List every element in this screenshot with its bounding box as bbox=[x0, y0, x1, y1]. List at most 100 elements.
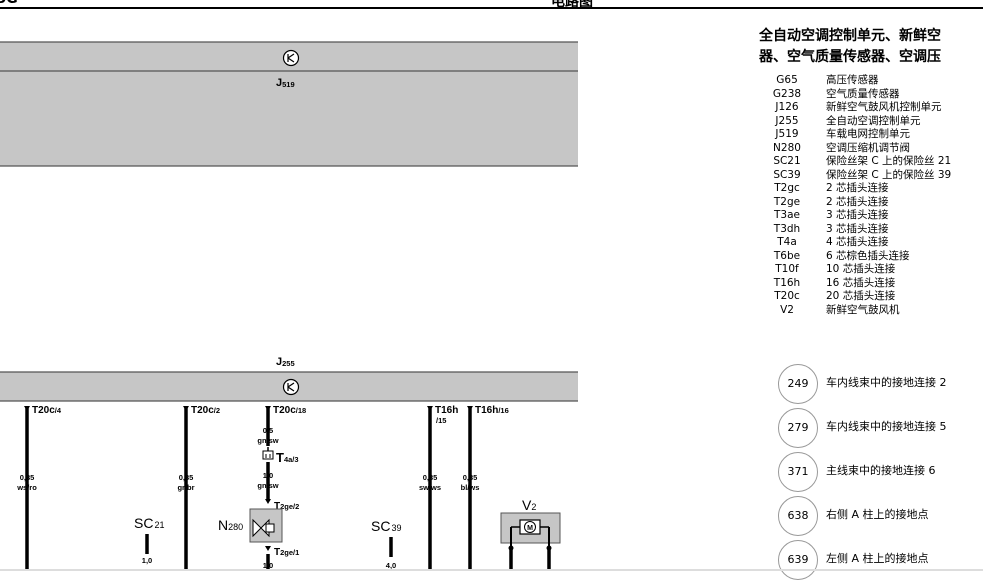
wire-label-color: ws/ro bbox=[16, 483, 37, 492]
ground-item-desc: 车内线束中的接地连接 5 bbox=[826, 420, 947, 433]
fuse-sc39-label: SC39 bbox=[371, 518, 401, 534]
module-j519: J519 bbox=[0, 41, 578, 167]
legend-item-desc: 2 芯插头连接 bbox=[826, 195, 889, 208]
legend-item-code: SC21 bbox=[773, 155, 801, 167]
motor-icon: M bbox=[519, 519, 541, 535]
wire-group bbox=[25, 406, 551, 571]
legend-item-code: J519 bbox=[775, 128, 799, 140]
module-j519-label: J519 bbox=[276, 77, 295, 89]
legend-item: T6be 6 芯棕色插头连接 bbox=[759, 250, 983, 264]
legend-item-desc: 空调压缩机调节阀 bbox=[826, 141, 910, 154]
legend-item: G65 高压传感器 bbox=[759, 74, 983, 88]
wire-label-color: bl/ws bbox=[461, 483, 480, 492]
legend-item-desc: 空气质量传感器 bbox=[826, 87, 900, 100]
wire-label-size: 1,0 bbox=[142, 556, 152, 565]
ground-item-desc: 主线束中的接地连接 6 bbox=[826, 464, 936, 477]
ground-item: 279 车内线束中的接地连接 5 bbox=[759, 404, 983, 448]
legend-title-line-2: 器、空气质量传感器、空调压 bbox=[759, 49, 941, 65]
legend-item: SC21 保险丝架 C 上的保险丝 21 bbox=[759, 155, 983, 169]
wire-label-size: 4,0 bbox=[386, 561, 396, 570]
valve-n280 bbox=[249, 508, 283, 543]
top-rule bbox=[0, 7, 983, 9]
connector-t4a-3: T4a/3 bbox=[276, 450, 299, 465]
legend-item-desc: 高压传感器 bbox=[826, 74, 879, 86]
legend-item-code: T4a bbox=[777, 236, 797, 248]
module-j255-label: J255 bbox=[276, 356, 295, 368]
ground-item-desc: 右侧 A 柱上的接地点 bbox=[826, 508, 929, 521]
legend-item: T16h 16 芯插头连接 bbox=[759, 277, 983, 291]
legend-item-desc: 保险丝架 C 上的保险丝 39 bbox=[826, 168, 952, 181]
legend-item-code: T3ae bbox=[774, 209, 800, 221]
ground-number-badge: 638 bbox=[778, 496, 818, 536]
wire-label-size: 1,0 bbox=[263, 471, 273, 480]
legend-item-desc: 2 芯插头连接 bbox=[826, 182, 889, 194]
legend-item: T2ge 2 芯插头连接 bbox=[759, 196, 983, 210]
legend-item-code: T16h bbox=[773, 276, 801, 289]
wire-label-size: 0,35 bbox=[20, 473, 35, 482]
connector-t16h-15: T16h bbox=[435, 405, 458, 416]
legend-item-desc: 3 芯插头连接 bbox=[826, 222, 889, 235]
wire-label-size: 0,35 bbox=[179, 473, 194, 482]
ground-item: 249 车内线束中的接地连接 2 bbox=[759, 360, 983, 404]
legend-item-code: T2gc bbox=[774, 182, 800, 194]
ground-number-badge: 371 bbox=[778, 452, 818, 492]
legend-title-line-1: 全自动空调控制单元、新鲜空 bbox=[759, 28, 941, 44]
legend-item-code: G238 bbox=[772, 87, 802, 100]
ground-list: 249 车内线束中的接地连接 2 279 车内线束中的接地连接 5 371 主线束中的接地… bbox=[759, 360, 983, 580]
legend-item-desc: 10 芯插头连接 bbox=[826, 263, 896, 275]
legend-item-desc: 保险丝架 C 上的保险丝 21 bbox=[826, 155, 952, 167]
legend-item-code: T2ge bbox=[773, 195, 801, 208]
legend-item: T10f 10 芯插头连接 bbox=[759, 263, 983, 277]
connector-t2ge-1: T2ge/1 bbox=[274, 547, 299, 558]
legend-item: T2gc 2 芯插头连接 bbox=[759, 182, 983, 196]
legend-item-code: T6be bbox=[773, 249, 801, 262]
legend-title: 全自动空调控制单元、新鲜空 器、空气质量传感器、空调压 bbox=[759, 26, 983, 68]
header-left-fragment: ɔG bbox=[0, 0, 18, 7]
ground-item-desc: 左侧 A 柱上的接地点 bbox=[826, 552, 929, 565]
wire-label-size: 0,35 bbox=[463, 473, 478, 482]
fuse-sc21-label: SC21 bbox=[134, 515, 164, 531]
legend-item-desc: 3 芯插头连接 bbox=[826, 209, 889, 221]
ground-item-desc: 车内线束中的接地连接 2 bbox=[826, 376, 947, 389]
legend-item: N280 空调压缩机调节阀 bbox=[759, 142, 983, 156]
legend-item: T4a 4 芯插头连接 bbox=[759, 236, 983, 250]
legend-item-code: T10f bbox=[775, 263, 799, 275]
ground-item: 638 右侧 A 柱上的接地点 bbox=[759, 492, 983, 536]
bottom-rule bbox=[0, 569, 983, 571]
legend-item-desc: 6 芯棕色插头连接 bbox=[826, 249, 910, 262]
connector-t16h-16: T16h/16 bbox=[475, 405, 509, 416]
legend-item: G238 空气质量传感器 bbox=[759, 88, 983, 102]
connector-t2ge-2: T2ge/2 bbox=[274, 501, 299, 512]
legend-item: SC39 保险丝架 C 上的保险丝 39 bbox=[759, 169, 983, 183]
connector-arrows bbox=[24, 406, 473, 551]
wire-label-size: 1,0 bbox=[263, 561, 273, 570]
ground-item: 639 左侧 A 柱上的接地点 bbox=[759, 536, 983, 580]
connector-t16h-15-sub: /15 bbox=[436, 416, 446, 425]
wire-label-size: 0,35 bbox=[423, 473, 438, 482]
ground-item: 371 主线束中的接地连接 6 bbox=[759, 448, 983, 492]
plug-icon bbox=[262, 447, 274, 460]
legend-item-code: T20c bbox=[774, 290, 800, 302]
motor-symbol-label: M bbox=[527, 525, 533, 532]
legend-item-desc: 4 芯插头连接 bbox=[826, 236, 889, 248]
legend-item-code: N280 bbox=[773, 141, 801, 154]
wire-label-color: gn/sw bbox=[257, 436, 278, 445]
legend-item-code: G65 bbox=[776, 74, 798, 86]
wiring-diagram: J519 J255 T20 bbox=[0, 41, 578, 571]
legend-item-code: SC39 bbox=[773, 168, 801, 181]
blower-v2: M bbox=[500, 512, 561, 551]
legend-item: T3dh 3 芯插头连接 bbox=[759, 223, 983, 237]
legend-item-desc: 车载电网控制单元 bbox=[826, 128, 910, 140]
ground-number-badge: 279 bbox=[778, 408, 818, 448]
wire-label-size: 0,5 bbox=[263, 426, 273, 435]
ground-number-badge: 249 bbox=[778, 364, 818, 404]
legend-item-desc: 全自动空调控制单元 bbox=[826, 114, 921, 127]
ground-number-badge: 639 bbox=[778, 540, 818, 580]
header-title-fragment: 电路图 bbox=[551, 0, 593, 10]
legend-item-desc: 16 芯插头连接 bbox=[826, 276, 896, 289]
legend-item-code: J126 bbox=[775, 101, 799, 113]
legend-item-code: T3dh bbox=[773, 222, 801, 235]
